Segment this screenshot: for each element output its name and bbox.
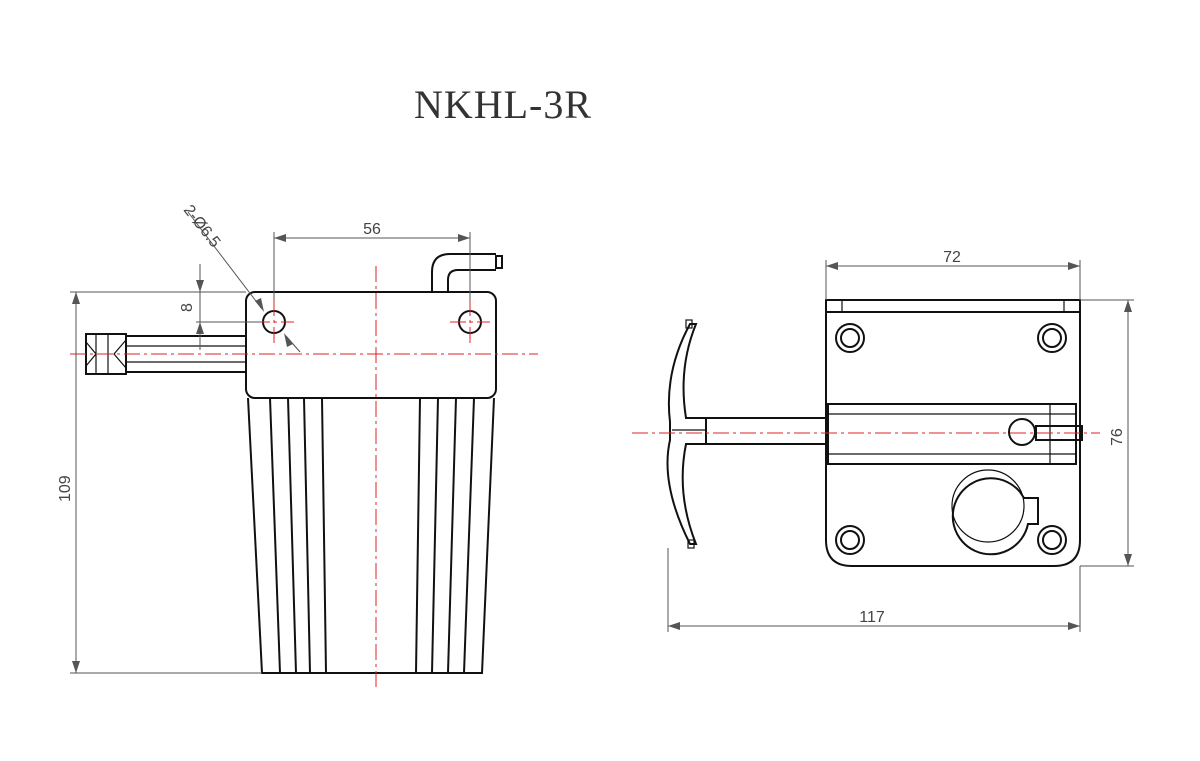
dim-56: 56 (273, 221, 471, 300)
screw-top-left-icon (835, 323, 865, 353)
screw-top-right-icon (1037, 323, 1067, 353)
ribbed-body-outline (247, 397, 495, 674)
screw-bottom-right-icon (1037, 525, 1067, 555)
dim-109: 109 (57, 291, 262, 674)
dim-109-label: 109 (57, 475, 74, 502)
housing-knob (1008, 418, 1036, 446)
side-view: 56 2-Ø6.5 8 109 (57, 202, 538, 690)
screw-bottom-left-icon (835, 525, 865, 555)
bent-pin-tip (495, 255, 503, 269)
body-ribs (269, 397, 475, 674)
bent-pin (431, 253, 496, 292)
dim-56-label: 56 (363, 221, 381, 238)
dim-8: 8 (179, 264, 262, 350)
dim-72-label: 72 (943, 249, 961, 266)
dim-8-label: 8 (179, 303, 196, 312)
base-plate (825, 299, 1081, 567)
corner-screws (835, 323, 1067, 555)
front-view: 72 76 117 (632, 249, 1134, 632)
mounting-flange (245, 291, 497, 399)
dim-72: 72 (825, 249, 1081, 300)
keyed-cam (951, 477, 1039, 556)
t-handle (666, 323, 707, 545)
dim-76: 76 (1080, 299, 1134, 567)
housing-pin (1035, 425, 1083, 441)
dim-76-label: 76 (1109, 428, 1126, 446)
dim-117-label: 117 (859, 609, 885, 626)
dim-holes-label: 2-Ø6.5 (180, 202, 224, 251)
drawing-title: NKHL-3R (414, 82, 592, 127)
shaft-knob (85, 333, 127, 375)
dim-117: 117 (667, 548, 1081, 632)
bolt-housing (827, 403, 1077, 465)
